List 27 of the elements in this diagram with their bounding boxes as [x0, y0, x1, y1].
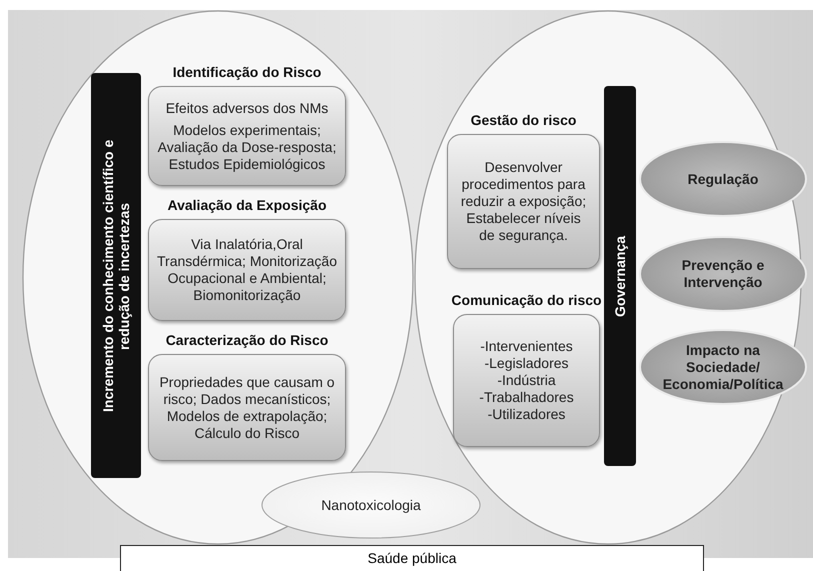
box-text: Modelos experimentais; Avaliação da Dose-resposta; Estudos Epidemiológicos: [156, 122, 338, 172]
section-heading: Comunicação do risco: [450, 292, 603, 308]
box-text: -Utilizadores: [488, 406, 566, 423]
base-box: [120, 545, 704, 571]
box-text: Propriedades que causam o risco; Dados mecanísticos; Modelos de extrapolação; Cálculo do Risco: [158, 374, 336, 442]
box-text: Via Inalatória,Oral Transdérmica; Monitorização Ocupacional e Ambiental; Biomonitorização: [156, 236, 338, 304]
ellipse-label: Prevenção e Intervenção: [680, 257, 766, 291]
outcome-ellipse: [638, 235, 808, 313]
section-heading: Gestão do risco: [470, 112, 578, 128]
box-text: -Indústria: [497, 372, 556, 389]
ellipse-label: Nanotoxicologia: [321, 496, 421, 514]
outcome-ellipse: [638, 140, 808, 218]
bar-label: Governança: [612, 236, 628, 316]
ellipse-label: Regulação: [688, 170, 758, 188]
section-heading: Avaliação da Exposição: [166, 197, 328, 213]
section-heading: Caracterização do Risco: [164, 332, 330, 348]
box-text: -Legisladores: [484, 355, 569, 372]
section-heading: Identificação do Risco: [172, 64, 322, 80]
outcome-ellipse: [638, 328, 808, 406]
bar-label: Incremento do conhecimento científico e redução de incertezas: [100, 138, 132, 414]
topic-ellipse: [260, 470, 482, 540]
box-text: Efeitos adversos dos NMs: [166, 100, 328, 116]
box-text: -Intervenientes: [480, 338, 573, 355]
ellipse-label: Impacto na Sociedade/ Economia/Política: [662, 342, 784, 392]
box-text: Desenvolver procedimentos para reduzir a exposição; Estabelecer níveis de segurança.: [460, 159, 588, 244]
box-text: -Trabalhadores: [479, 389, 574, 406]
base-label: Saúde pública: [368, 550, 456, 567]
